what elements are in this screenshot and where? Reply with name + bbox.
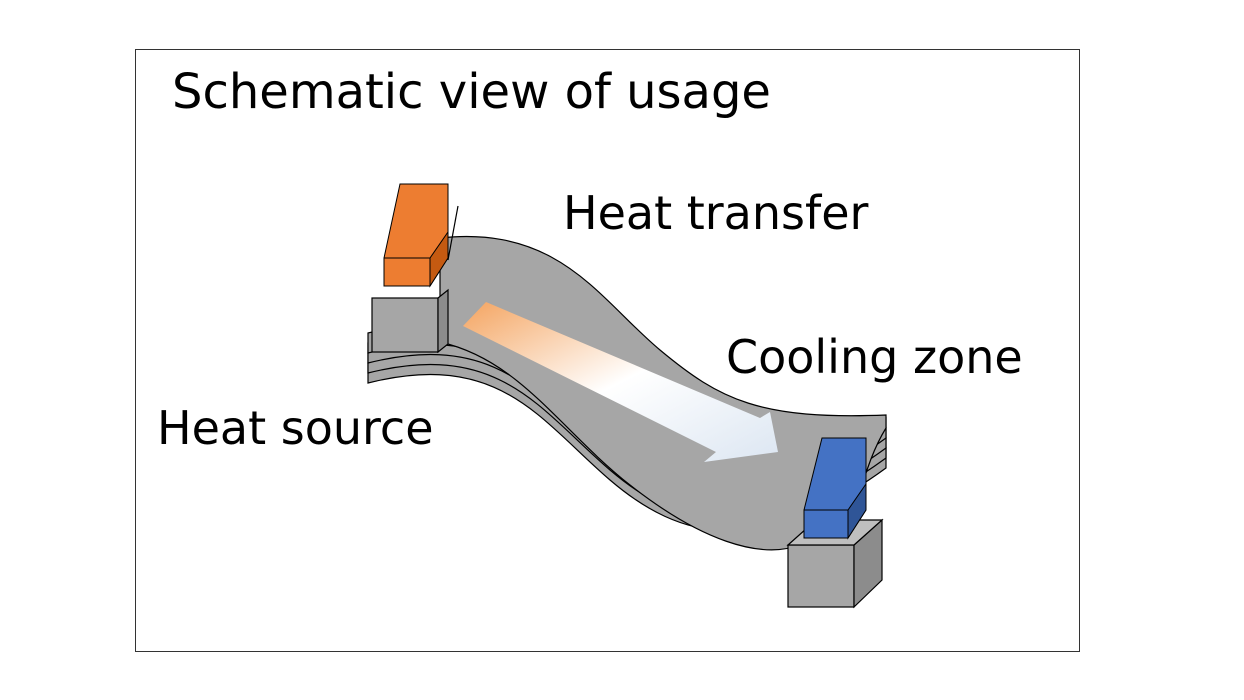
diagram-title: Schematic view of usage [172,64,771,120]
left-mount-block [371,288,449,354]
right-mount-block [786,518,884,609]
heat-source-label: Heat source [157,401,434,455]
heat-source-block [383,183,449,288]
sheet-edge-line [447,205,459,261]
heat-transfer-label: Heat transfer [563,186,869,240]
heat-transfer-arrow [463,302,778,462]
cooling-block [803,437,867,540]
cooling-zone-label: Cooling zone [726,330,1023,384]
